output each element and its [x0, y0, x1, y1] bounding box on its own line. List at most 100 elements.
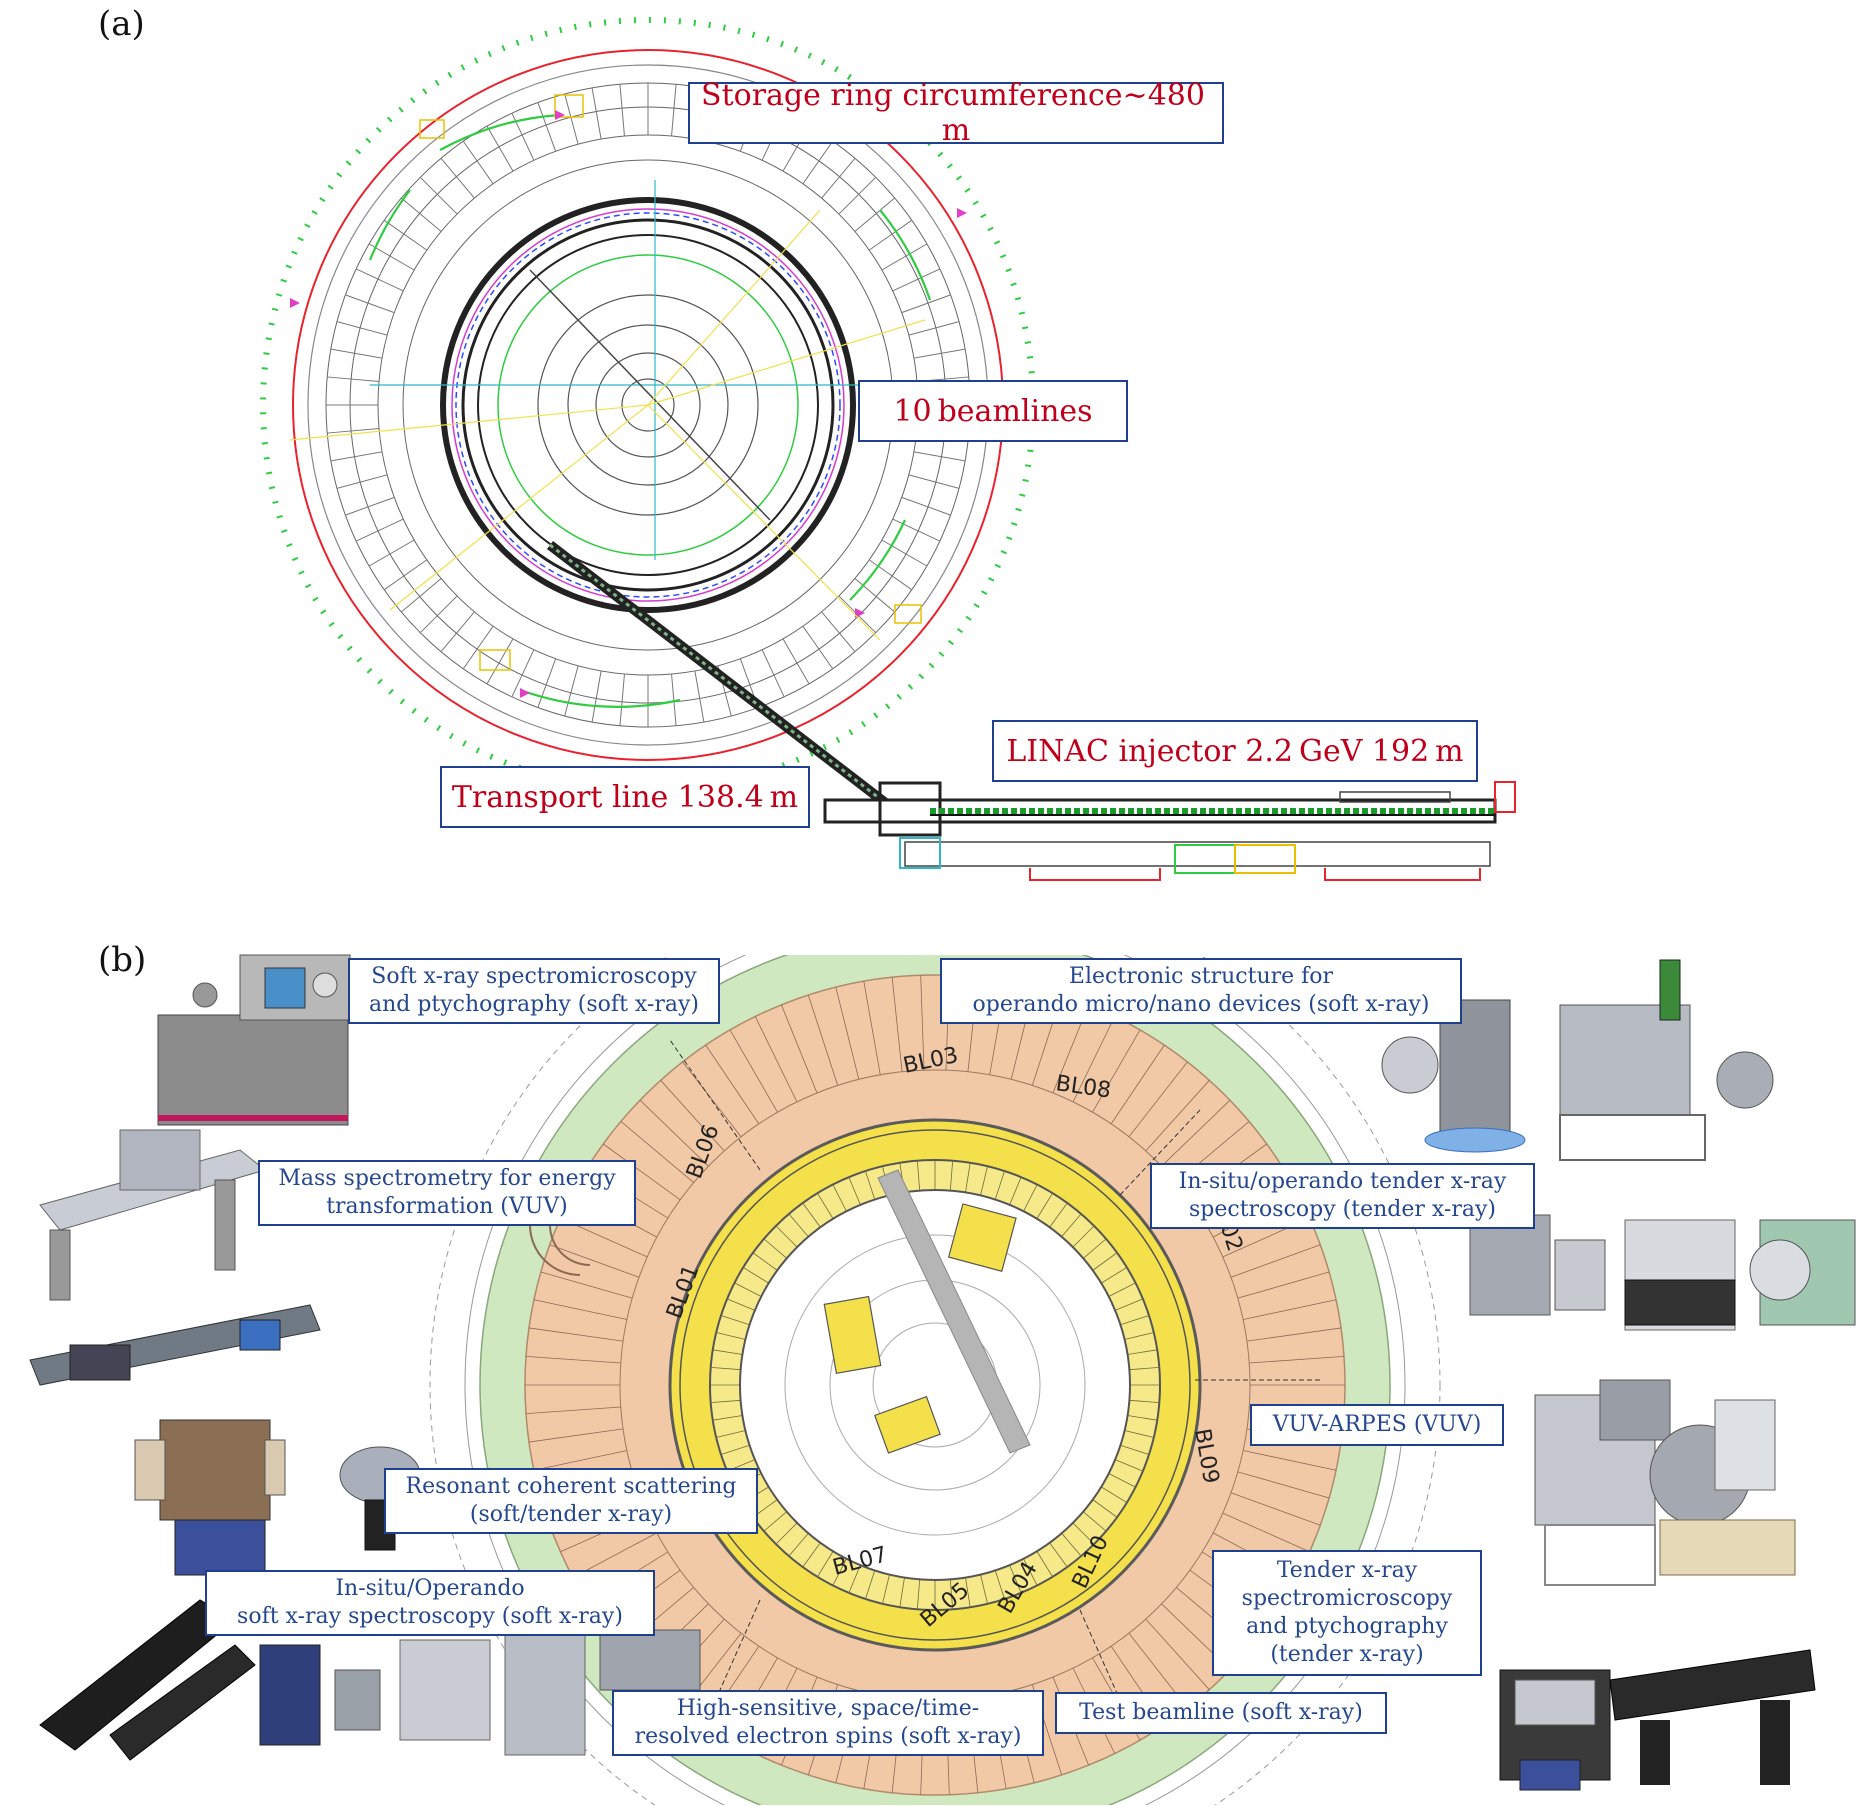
- partition-line: [1246, 1327, 1342, 1342]
- partition-line: [705, 1044, 760, 1125]
- partition-line: [965, 1162, 971, 1193]
- partition-line: [802, 1202, 821, 1228]
- inner-floor: [739, 1189, 1131, 1581]
- partition-line: [368, 539, 415, 567]
- partition-line: [729, 1029, 778, 1113]
- partition-line: [383, 559, 428, 591]
- partition-line: [863, 981, 881, 1075]
- partition-line: [1129, 1399, 1160, 1404]
- partition-line: [821, 611, 856, 652]
- partition-line: [908, 321, 960, 336]
- partition-line: [763, 1511, 787, 1532]
- partition-line: [1108, 1473, 1136, 1488]
- partition-line: [763, 1238, 787, 1259]
- partition-line: [754, 1016, 798, 1103]
- inner-rooms: [823, 1203, 1017, 1454]
- partition-line: [899, 1577, 905, 1608]
- partition-line: [712, 1349, 743, 1355]
- partition-line: [1161, 1099, 1231, 1167]
- partition-line: [1127, 1349, 1158, 1355]
- partition-line: [817, 1551, 834, 1578]
- partition-line: [892, 268, 941, 292]
- partition-line: [949, 1579, 954, 1610]
- partition-line: [1009, 1176, 1022, 1205]
- partition-line: [639, 1099, 709, 1167]
- equipment-soft-spectromicroscopy: [157, 954, 351, 1126]
- partition-line: [528, 1327, 624, 1342]
- partition-line: [832, 1558, 847, 1586]
- partition-line: [528, 1428, 624, 1443]
- partition-line: [1222, 1512, 1310, 1553]
- partition-line: [1023, 1184, 1038, 1212]
- partition-line: [788, 1213, 809, 1237]
- partition-line: [537, 658, 557, 708]
- partition-line: [327, 376, 380, 382]
- partition-line: [1072, 1016, 1116, 1103]
- partition-line: [1092, 1029, 1141, 1113]
- partition-line: [788, 1533, 809, 1557]
- callout-mass-spectrometry: Mass spectrometry for energy transformat…: [258, 1160, 636, 1226]
- partition-line: [949, 1160, 954, 1191]
- partition-line: [694, 670, 705, 723]
- panel-a-label: (a): [98, 4, 145, 44]
- partition-line: [994, 1570, 1005, 1600]
- partition-line: [1237, 1471, 1330, 1499]
- partition-line: [1120, 1315, 1150, 1326]
- equipment-tender-spectromicroscopy: [1499, 1649, 1816, 1791]
- partition-line: [965, 1577, 971, 1608]
- partition-line: [620, 1121, 694, 1183]
- partition-line: [854, 197, 895, 232]
- partition-line: [835, 987, 860, 1080]
- partition-line: [1243, 1299, 1337, 1320]
- partition-line: [980, 1166, 988, 1196]
- partition-line: [591, 87, 602, 140]
- room-partitions: [326, 83, 970, 727]
- equipment-vuv-arpes: [1534, 1379, 1796, 1586]
- partition-line: [994, 1170, 1005, 1200]
- partition-line: [564, 93, 579, 145]
- transport-line-track: [546, 541, 909, 822]
- partition-line: [1129, 1366, 1160, 1371]
- partition-line: [336, 321, 388, 336]
- partition-line: [1249, 1356, 1345, 1364]
- partition-line: [1230, 1244, 1321, 1278]
- partition-line: [1036, 1192, 1053, 1219]
- partition-line: [710, 1366, 741, 1371]
- partition-line: [868, 559, 913, 591]
- injection-strip: [877, 1169, 1031, 1454]
- partition-line: [1083, 1238, 1107, 1259]
- callout-vuv-arpes: VUV-ARPES (VUV): [1250, 1404, 1504, 1446]
- partition-line: [848, 1176, 861, 1205]
- partition-line: [1237, 1271, 1330, 1299]
- partition-line: [848, 1565, 861, 1594]
- partition-line: [462, 625, 494, 670]
- partition-line: [1115, 1298, 1144, 1311]
- partition-line: [1072, 1225, 1095, 1248]
- partition-line: [330, 348, 383, 359]
- partition-line: [419, 176, 458, 215]
- equipment-tender-insitu: [1469, 1214, 1856, 1331]
- partition-line: [807, 994, 839, 1086]
- partition-line: [440, 158, 475, 199]
- partition-line: [980, 1574, 988, 1604]
- partition-line: [1124, 1332, 1154, 1340]
- linac-building: [823, 781, 1516, 881]
- partition-line: [821, 158, 856, 199]
- partition-line: [619, 673, 625, 726]
- partition-line: [881, 539, 928, 567]
- partition-line: [619, 84, 625, 137]
- partition-line: [1128, 1061, 1188, 1138]
- partition-line: [355, 518, 404, 542]
- partition-line: [671, 84, 677, 137]
- partition-line: [913, 348, 966, 359]
- partition-line: [817, 1192, 834, 1219]
- center-axes: [370, 180, 860, 560]
- partition-line: [775, 1225, 798, 1248]
- partition-line: [603, 1143, 681, 1201]
- callout-soft-insitu-spectroscopy: In-situ/Operando soft x-ray spectroscopy…: [205, 1570, 655, 1636]
- partition-line: [882, 1574, 890, 1604]
- equipment-mass-spectrometry: [29, 1129, 321, 1386]
- callout-electron-spins: High-sensitive, space/time- resolved ele…: [612, 1690, 1044, 1756]
- partition-line: [401, 578, 442, 613]
- partition-line: [891, 977, 903, 1072]
